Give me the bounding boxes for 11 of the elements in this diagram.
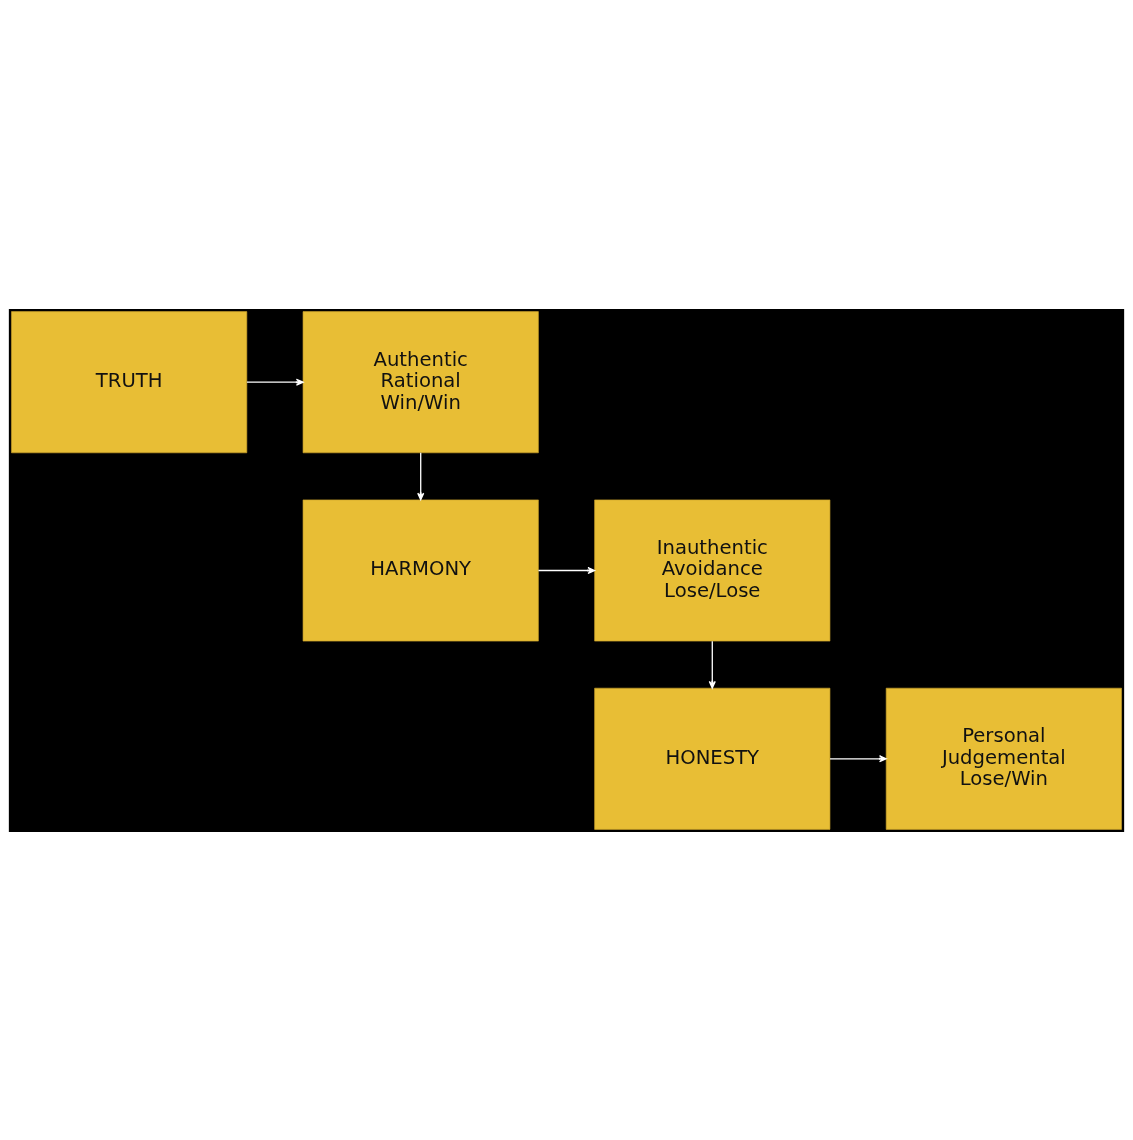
node-box: HARMONY (302, 499, 539, 641)
node-box: HONESTY (594, 687, 831, 830)
node-box: Personal Judgemental Lose/Win (885, 687, 1122, 830)
arrow (246, 378, 304, 386)
node-box: Inauthentic Avoidance Lose/Lose (594, 499, 831, 641)
node-box: TRUTH (11, 310, 248, 453)
arrow (537, 566, 596, 574)
arrow (417, 451, 425, 500)
arrow (708, 640, 716, 689)
arrow (829, 754, 887, 762)
node-box: Authentic Rational Win/Win (302, 310, 539, 453)
